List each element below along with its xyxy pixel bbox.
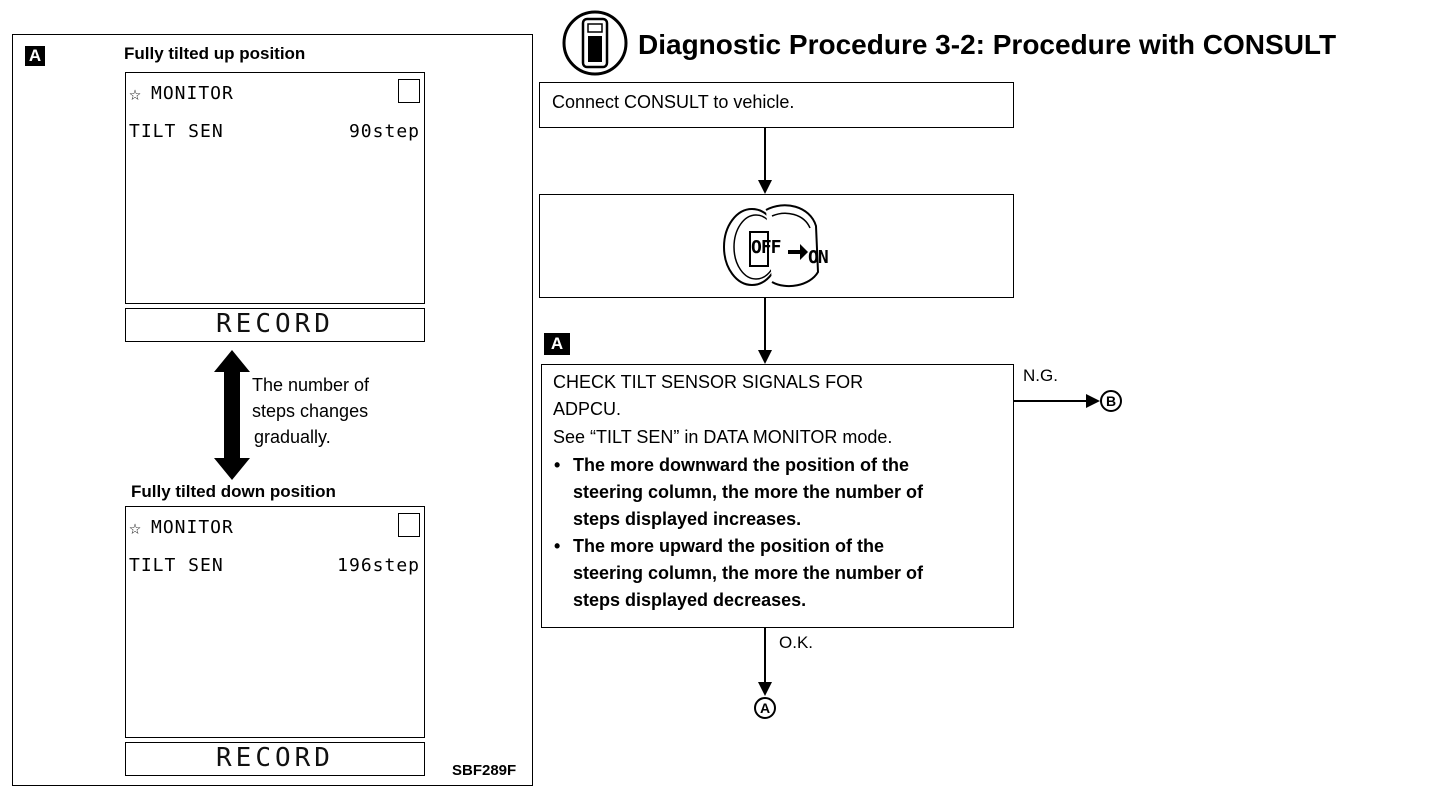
- connector-arrow-2: [758, 298, 772, 364]
- record-button-up[interactable]: RECORD: [125, 308, 425, 342]
- connector-a-icon: A: [754, 697, 776, 719]
- ignition-key-icon: [723, 204, 820, 288]
- checkbox-icon: [398, 513, 420, 537]
- tilt-sen-value: 196step: [337, 555, 420, 576]
- bullet1-line-3: steps displayed increases.: [573, 509, 802, 529]
- connector-b-icon: B: [1100, 390, 1122, 412]
- connector-arrow-1: [758, 128, 772, 194]
- bullet-icon: •: [554, 536, 561, 556]
- monitor-header: MONITOR: [151, 83, 234, 104]
- tilt-sen-label: TILT SEN: [129, 121, 224, 142]
- bullet1-line-2: steering column, the more the number of: [573, 482, 924, 502]
- checkbox-icon: [398, 79, 420, 103]
- step-connect-consult: Connect CONSULT to vehicle.: [539, 82, 1014, 128]
- note-line-2: steps changes: [252, 401, 369, 421]
- star-icon: ☆: [129, 81, 143, 105]
- record-button-down[interactable]: RECORD: [125, 742, 425, 776]
- step-connect-text: Connect CONSULT to vehicle.: [552, 92, 795, 112]
- tilt-sen-label: TILT SEN: [129, 555, 224, 576]
- bullet2-line-1: The more upward the position of the: [573, 536, 885, 556]
- up-position-caption: Fully tilted up position: [124, 44, 306, 63]
- page-title: Diagnostic Procedure 3-2: Procedure with…: [638, 29, 1337, 60]
- bullet2-line-2: steering column, the more the number of: [573, 563, 924, 583]
- panel-badge: A: [25, 46, 45, 66]
- monitor-screen-down: ☆ MONITOR TILT SEN 196step: [125, 506, 425, 738]
- left-panel: [12, 34, 533, 786]
- ng-arrow: [1014, 394, 1100, 408]
- down-position-caption: Fully tilted down position: [131, 482, 336, 501]
- check-line-3: See “TILT SEN” in DATA MONITOR mode.: [553, 427, 893, 447]
- bullet1-line-1: The more downward the position of the: [573, 455, 909, 475]
- ng-label: N.G.: [1023, 366, 1058, 385]
- step-check-tilt-sensor: [541, 364, 1014, 628]
- bullet2-line-3: steps displayed decreases.: [573, 590, 807, 610]
- figure-id: SBF289F: [452, 762, 517, 779]
- monitor-header: MONITOR: [151, 517, 234, 538]
- note-line-1: The number of: [252, 375, 370, 395]
- consult-device-icon: [562, 10, 628, 76]
- check-line-2: ADPCU.: [553, 399, 622, 419]
- double-arrow-icon: [214, 350, 250, 480]
- ok-arrow: [758, 628, 772, 696]
- tilt-sen-value: 90step: [348, 121, 420, 142]
- monitor-screen-up: ☆ MONITOR TILT SEN 90step: [125, 72, 425, 304]
- check-line-1: CHECK TILT SENSOR SIGNALS FOR: [553, 372, 864, 392]
- ok-label: O.K.: [779, 633, 814, 652]
- flow-badge: A: [544, 333, 570, 355]
- ignition-off-label: OFF: [751, 237, 781, 258]
- bullet-icon: •: [554, 455, 561, 475]
- star-icon: ☆: [129, 515, 143, 539]
- note-line-3: gradually.: [254, 427, 331, 447]
- ignition-on-label: ON: [808, 247, 829, 268]
